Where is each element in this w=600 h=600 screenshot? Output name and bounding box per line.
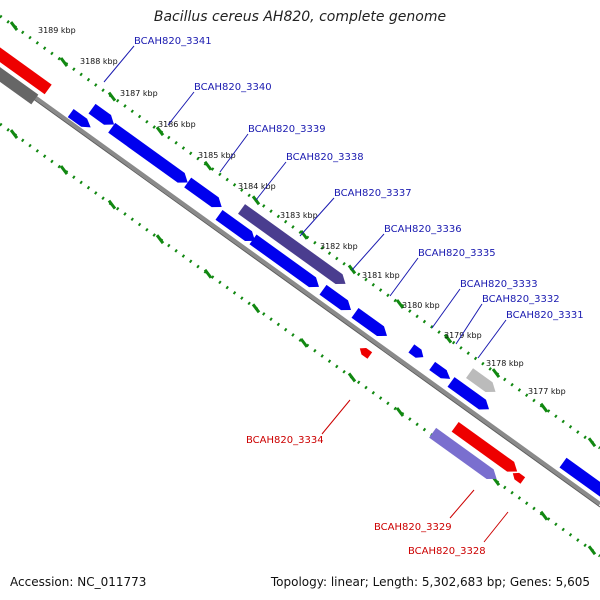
kbp-tick-mark bbox=[59, 57, 69, 67]
gene-3340[interactable] bbox=[108, 122, 191, 187]
kbp-tick-label: 3182 kbp bbox=[320, 242, 358, 251]
kbp-tick-mark bbox=[203, 160, 213, 171]
label-leader-line bbox=[103, 45, 135, 83]
kbp-tick-label: 3186 kbp bbox=[158, 120, 196, 129]
kbp-tick-mark-lower bbox=[251, 303, 261, 314]
label-leader-line bbox=[167, 91, 195, 126]
kbp-tick-mark bbox=[395, 299, 405, 309]
gene-3341b[interactable] bbox=[67, 108, 94, 132]
kbp-tick-mark-lower bbox=[155, 234, 165, 245]
reverse-gene-left[interactable] bbox=[0, 41, 52, 95]
grey-gene-right[interactable] bbox=[466, 368, 499, 396]
kbp-tick-mark bbox=[491, 368, 501, 379]
gene-3333[interactable] bbox=[351, 307, 391, 341]
kbp-tick-mark-lower bbox=[107, 199, 117, 210]
kbp-tick-mark-lower bbox=[587, 545, 597, 556]
kbp-tick-mark bbox=[539, 402, 549, 413]
label-leader-line bbox=[477, 319, 507, 359]
kbp-tick-mark-lower bbox=[203, 268, 213, 279]
grey-gene-left[interactable] bbox=[0, 54, 39, 105]
kbp-tick-mark bbox=[443, 333, 453, 344]
kbp-tick-label: 3189 kbp bbox=[38, 26, 76, 35]
kbp-tick-mark-lower bbox=[9, 129, 19, 139]
gene-3338[interactable] bbox=[215, 210, 259, 246]
kbp-tick-label: 3177 kbp bbox=[528, 387, 566, 396]
gene-3335[interactable] bbox=[319, 284, 355, 315]
kbp-tick-mark-lower bbox=[299, 337, 309, 348]
gene-label-top[interactable]: BCAH820_3336 bbox=[384, 224, 462, 235]
label-leader-line bbox=[255, 161, 287, 201]
kbp-tick-label: 3183 kbp bbox=[280, 211, 318, 220]
gene-label-bottom[interactable]: BCAH820_3329 bbox=[374, 522, 452, 533]
summary-text: Topology: linear; Length: 5,302,683 bp; … bbox=[270, 575, 590, 589]
gene-label-top[interactable]: BCAH820_3339 bbox=[248, 124, 326, 135]
gene-label-top[interactable]: BCAH820_3340 bbox=[194, 82, 272, 93]
gene-3332[interactable] bbox=[408, 344, 426, 361]
gene-3329[interactable] bbox=[451, 421, 521, 476]
label-leader-line bbox=[351, 233, 385, 271]
gene-label-top[interactable]: BCAH820_3338 bbox=[286, 152, 364, 163]
kbp-tick-mark-lower bbox=[59, 165, 69, 175]
gene-3330[interactable] bbox=[447, 377, 493, 414]
label-leader-line bbox=[321, 399, 351, 435]
gene-3334[interactable] bbox=[357, 345, 373, 359]
kbp-tick-label: 3188 kbp bbox=[80, 57, 118, 66]
kbp-tick-label: 3187 kbp bbox=[120, 89, 158, 98]
kbp-tick-label: 3184 kbp bbox=[238, 182, 276, 191]
gene-3337-pseudo[interactable] bbox=[238, 204, 349, 289]
kbp-tick-mark-lower bbox=[539, 510, 549, 521]
kbp-tick-label: 3180 kbp bbox=[402, 301, 440, 310]
label-leader-line bbox=[455, 303, 483, 345]
label-leader-line bbox=[219, 133, 249, 173]
gene-label-top[interactable]: BCAH820_3341 bbox=[134, 36, 212, 47]
kbp-tick-mark bbox=[251, 195, 261, 206]
gene-3341[interactable] bbox=[88, 103, 118, 130]
label-leader-line bbox=[299, 197, 335, 237]
kbp-tick-label: 3185 kbp bbox=[198, 151, 236, 160]
kbp-tick-mark bbox=[107, 91, 117, 102]
gene-right-edge[interactable] bbox=[559, 457, 600, 507]
gene-label-bottom[interactable]: BCAH820_3334 bbox=[246, 435, 324, 446]
gene-label-top[interactable]: BCAH820_3335 bbox=[418, 248, 496, 259]
kbp-tick-label: 3178 kbp bbox=[486, 359, 524, 368]
map-title: Bacillus cereus AH820, complete genome bbox=[153, 9, 447, 25]
label-leader-line bbox=[431, 288, 461, 329]
genome-backbone bbox=[0, 70, 600, 506]
kbp-tick-mark-lower bbox=[395, 407, 405, 417]
kbp-tick-mark bbox=[299, 229, 309, 240]
kbp-tick-label: 3181 kbp bbox=[362, 271, 400, 280]
label-leader-line bbox=[389, 257, 419, 297]
accession-text: Accession: NC_011773 bbox=[10, 575, 147, 589]
label-leader-line bbox=[449, 489, 475, 519]
kbp-tick-label: 3179 kbp bbox=[444, 331, 482, 340]
kbp-tick-mark bbox=[9, 21, 19, 31]
gene-3336[interactable] bbox=[249, 234, 323, 292]
gene-label-top[interactable]: BCAH820_3333 bbox=[460, 279, 538, 290]
genome-backbone-shadow bbox=[0, 74, 600, 508]
gene-label-top[interactable]: BCAH820_3337 bbox=[334, 188, 412, 199]
gene-label-top[interactable]: BCAH820_3332 bbox=[482, 294, 560, 305]
label-leader-line bbox=[483, 511, 509, 543]
gene-3339[interactable] bbox=[184, 177, 225, 212]
gene-3328[interactable] bbox=[429, 427, 500, 484]
kbp-tick-mark bbox=[155, 126, 165, 137]
gene-label-bottom[interactable]: BCAH820_3328 bbox=[408, 546, 486, 557]
gene-label-top[interactable]: BCAH820_3331 bbox=[506, 310, 584, 321]
gene-3331[interactable] bbox=[429, 361, 453, 383]
kbp-tick-mark bbox=[587, 437, 597, 448]
kbp-tick-mark-lower bbox=[347, 372, 357, 383]
gene-3329b[interactable] bbox=[510, 470, 526, 484]
